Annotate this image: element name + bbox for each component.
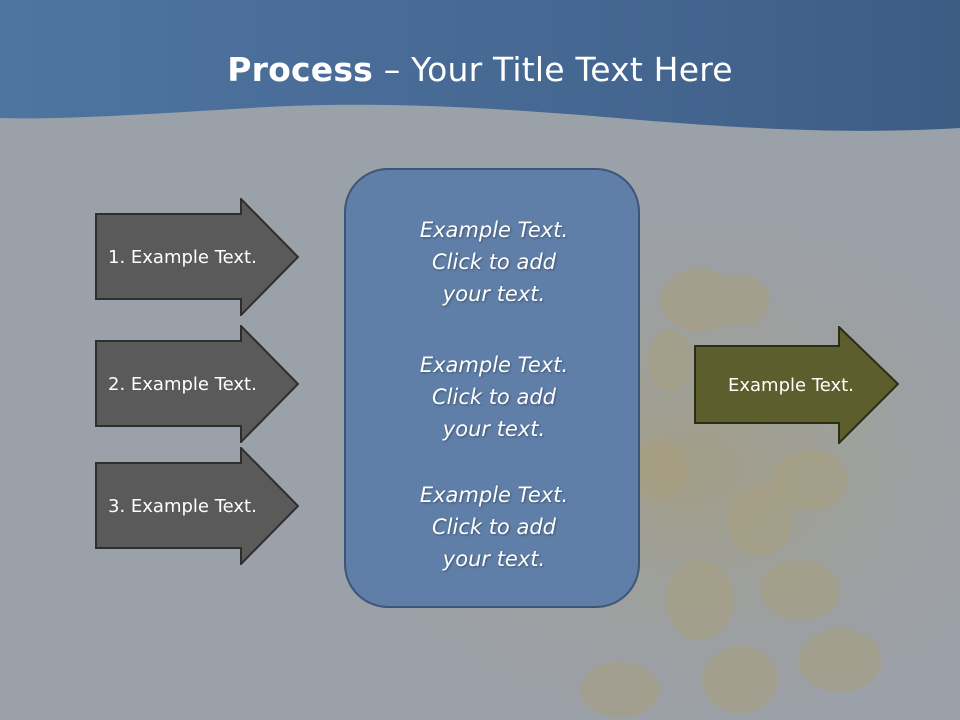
step-arrow-2[interactable]: 2. Example Text. [95,325,299,443]
block-line: Click to add [431,515,556,539]
center-text-block-2: Example Text. Click to add your text. [346,349,642,445]
slide-title: Process – Your Title Text Here [0,50,960,89]
title-rest: – Your Title Text Here [373,50,733,89]
arrow-shape [694,326,899,444]
output-arrow[interactable]: Example Text. [694,326,899,444]
center-text-block-1: Example Text. Click to add your text. [346,214,642,310]
block-line: Click to add [431,250,556,274]
block-line: Example Text. [419,483,569,507]
step-label-3: 3. Example Text. [108,495,257,517]
center-text-block-3: Example Text. Click to add your text. [346,479,642,575]
block-line: your text. [442,547,546,571]
block-line: your text. [442,417,546,441]
step-arrow-3[interactable]: 3. Example Text. [95,447,299,565]
center-content-box[interactable]: Example Text. Click to add your text. Ex… [344,168,640,608]
block-line: Click to add [431,385,556,409]
step-label-2: 2. Example Text. [108,373,257,395]
block-line: Example Text. [419,353,569,377]
step-label-1: 1. Example Text. [108,246,257,268]
step-arrow-1[interactable]: 1. Example Text. [95,198,299,316]
title-bold: Process [227,50,374,89]
block-line: your text. [442,282,546,306]
block-line: Example Text. [419,218,569,242]
arrow-shape [95,198,299,316]
coral-decoration [580,268,882,718]
output-label: Example Text. [728,374,854,396]
header-band [0,0,960,131]
arrow-shape [95,325,299,443]
arrow-shape [95,447,299,565]
